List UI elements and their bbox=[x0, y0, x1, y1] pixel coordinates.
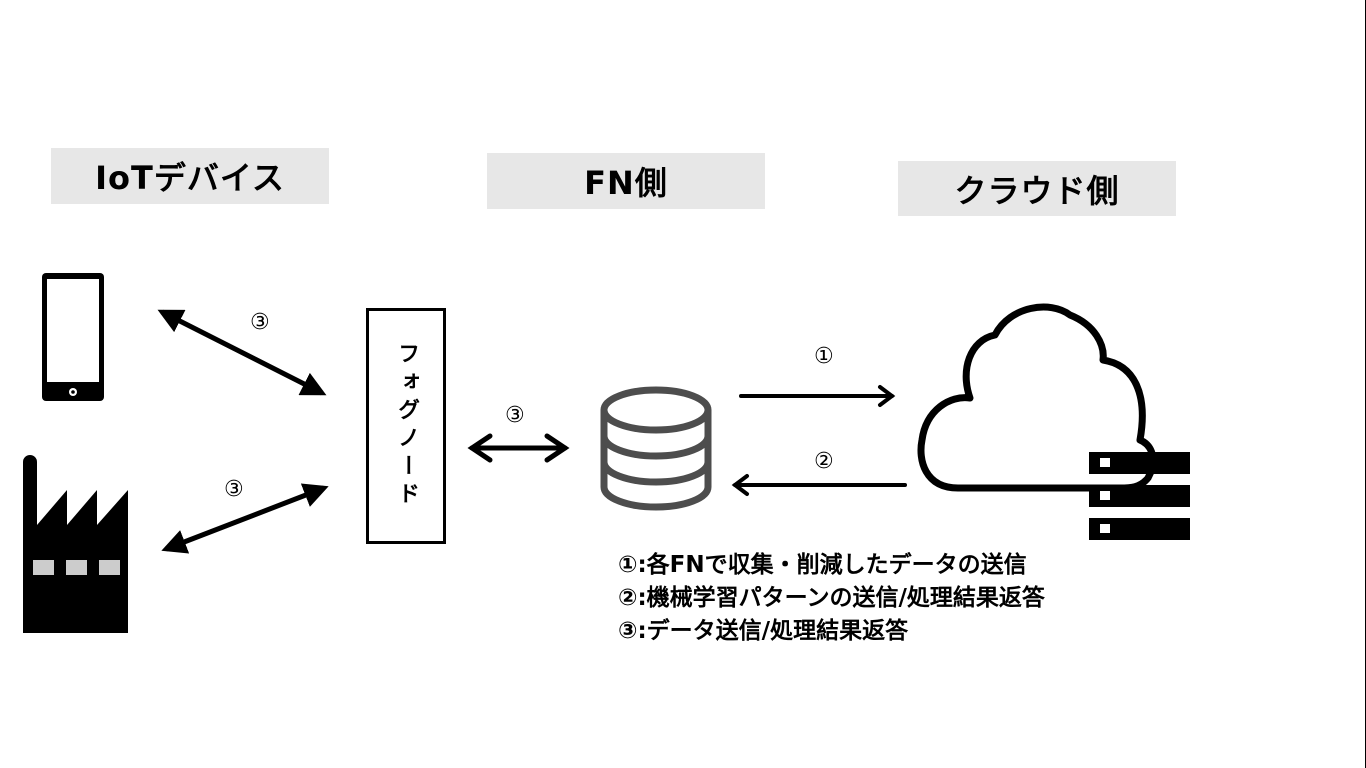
smartphone-icon bbox=[42, 273, 104, 401]
arrow-fog-database bbox=[467, 433, 570, 463]
legend-item-3: ③:データ送信/処理結果返答 bbox=[618, 618, 909, 644]
legend-item-2: ②:機械学習パターンの送信/処理結果返答 bbox=[618, 585, 1045, 611]
header-fn-label: FN側 bbox=[584, 164, 668, 202]
header-cloud-label: クラウド側 bbox=[954, 171, 1120, 210]
arrow-db-to-cloud bbox=[739, 385, 896, 407]
arrow-cloud-to-db bbox=[731, 474, 907, 496]
header-cloud-side: クラウド側 bbox=[898, 161, 1176, 216]
legend: ①:各FNで収集・削減したデータの送信 ②:機械学習パターンの送信/処理結果返答… bbox=[618, 549, 1045, 648]
arrow-phone-fog bbox=[157, 309, 327, 396]
label-db-to-cloud: ① bbox=[814, 344, 834, 369]
label-phone-fog: ③ bbox=[250, 310, 270, 335]
factory-icon bbox=[23, 455, 128, 633]
cloud-server-icon bbox=[917, 303, 1190, 540]
arrow-factory-fog bbox=[161, 483, 329, 554]
fog-node-box: フォグノード bbox=[366, 308, 446, 544]
label-factory-fog: ③ bbox=[224, 477, 244, 502]
fog-node-label: フォグノード bbox=[394, 342, 419, 510]
label-cloud-to-db: ② bbox=[814, 449, 834, 474]
header-iot-devices: IoTデバイス bbox=[51, 148, 329, 204]
header-fn-side: FN側 bbox=[487, 153, 765, 209]
legend-item-1: ①:各FNで収集・削減したデータの送信 bbox=[618, 552, 1027, 578]
header-iot-label: IoTデバイス bbox=[95, 159, 285, 197]
label-fog-db: ③ bbox=[505, 403, 525, 428]
database-icon bbox=[600, 386, 712, 511]
